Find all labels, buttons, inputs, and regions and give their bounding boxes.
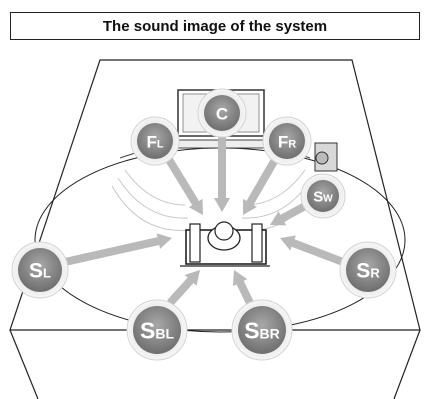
speaker-sbl: SBL xyxy=(127,300,187,360)
sound-waves xyxy=(112,170,318,230)
speaker-c: C xyxy=(198,89,246,137)
sound-arrow xyxy=(167,270,200,306)
speaker-sr: SR xyxy=(340,242,396,298)
speaker-label: C xyxy=(216,104,228,123)
listener-seat xyxy=(180,222,270,266)
speaker-sbr: SBR xyxy=(232,300,292,360)
sound-arrows xyxy=(64,136,344,306)
sound-arrow xyxy=(165,156,203,215)
sound-arrow xyxy=(233,270,254,305)
speaker-fr: FR xyxy=(263,117,311,165)
sound-arrow xyxy=(64,233,172,266)
speaker-sw: SW xyxy=(301,174,345,218)
speaker-sl: SL xyxy=(12,242,68,298)
subwoofer-box xyxy=(315,143,337,171)
sound-arrow xyxy=(280,236,344,266)
sound-arrow xyxy=(243,156,279,215)
speaker-fl: FL xyxy=(131,117,179,165)
